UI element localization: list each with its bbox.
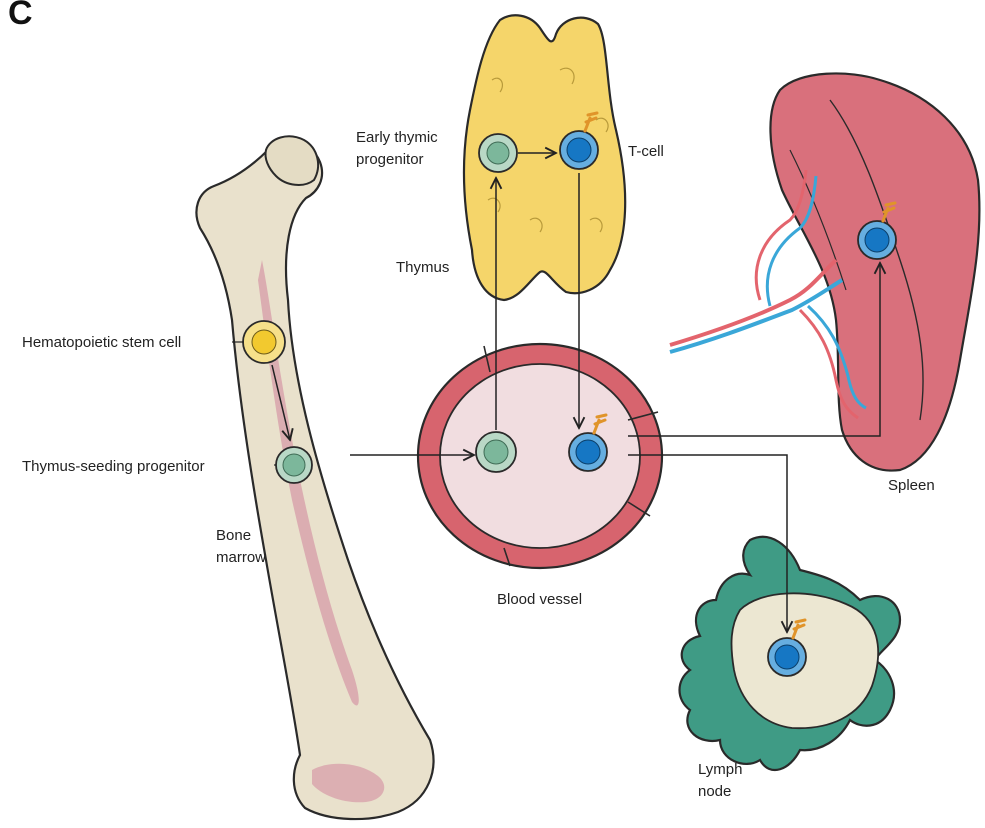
spleen	[770, 73, 979, 470]
label-thymus-seeding-progenitor: Thymus-seeding progenitor	[22, 458, 205, 475]
label-t-cell: T-cell	[628, 143, 664, 160]
label-spleen: Spleen	[888, 477, 935, 494]
early-thymic-progenitor-cell	[479, 134, 517, 172]
panel-letter: C	[8, 0, 33, 32]
label-bone-marrow-line1: Bone	[216, 527, 251, 544]
blood-vessel-lumen	[440, 364, 640, 548]
label-early-thymic-progenitor-line2: progenitor	[356, 151, 424, 168]
label-bone-marrow-line2: marrow	[216, 549, 266, 566]
hematopoietic-stem-cell	[243, 321, 285, 363]
bone	[196, 136, 433, 819]
label-lymph-node-line1: Lymph	[698, 761, 742, 778]
label-lymph-node-line2: node	[698, 783, 731, 800]
label-thymus: Thymus	[396, 259, 449, 276]
blood-vessel	[418, 344, 662, 568]
bone-outline	[196, 140, 433, 820]
spleen-outline	[770, 73, 979, 470]
thymus-seeding-progenitor-cell	[276, 447, 312, 483]
label-hematopoietic-stem-cell: Hematopoietic stem cell	[22, 334, 181, 351]
label-blood-vessel: Blood vessel	[497, 591, 582, 608]
progenitor-cell-vessel	[476, 432, 516, 472]
label-early-thymic-progenitor-line1: Early thymic	[356, 129, 438, 146]
